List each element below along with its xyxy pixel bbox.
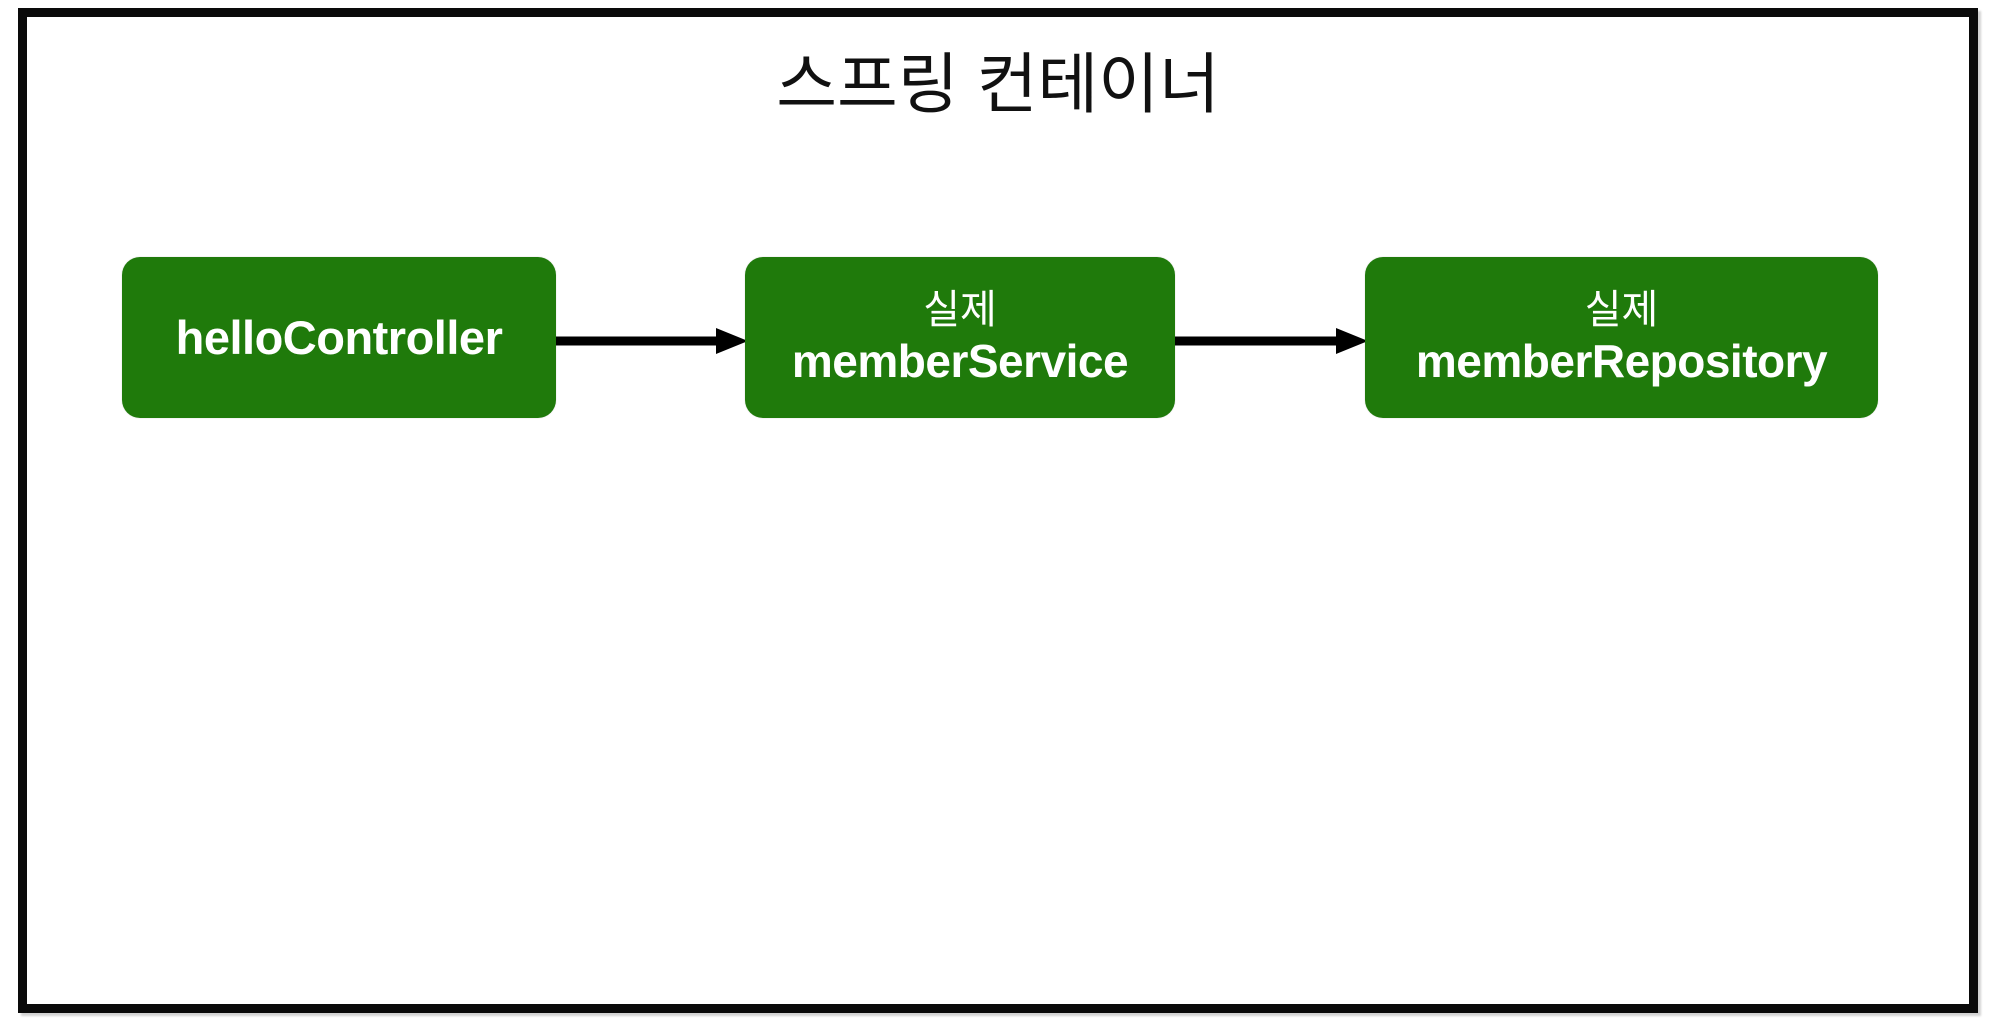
node-member-service-line1: 실제 xyxy=(923,287,997,332)
node-member-repository[interactable]: 실제 memberRepository xyxy=(1365,257,1878,418)
arrow-member-service-to-member-repository xyxy=(1175,326,1368,356)
node-hello-controller[interactable]: helloController xyxy=(122,257,556,418)
node-hello-controller-line2: helloController xyxy=(175,310,503,364)
node-member-service-line2: memberService xyxy=(791,334,1129,387)
node-member-service[interactable]: 실제 memberService xyxy=(745,257,1175,418)
spring-container-frame: 스프링 컨테이너 xyxy=(18,8,1978,1013)
arrow-hello-controller-to-member-service xyxy=(556,326,748,356)
page-title: 스프링 컨테이너 xyxy=(776,47,1220,121)
node-member-repository-line1: 실제 xyxy=(1584,287,1659,332)
node-member-repository-line2: memberRepository xyxy=(1415,334,1828,387)
